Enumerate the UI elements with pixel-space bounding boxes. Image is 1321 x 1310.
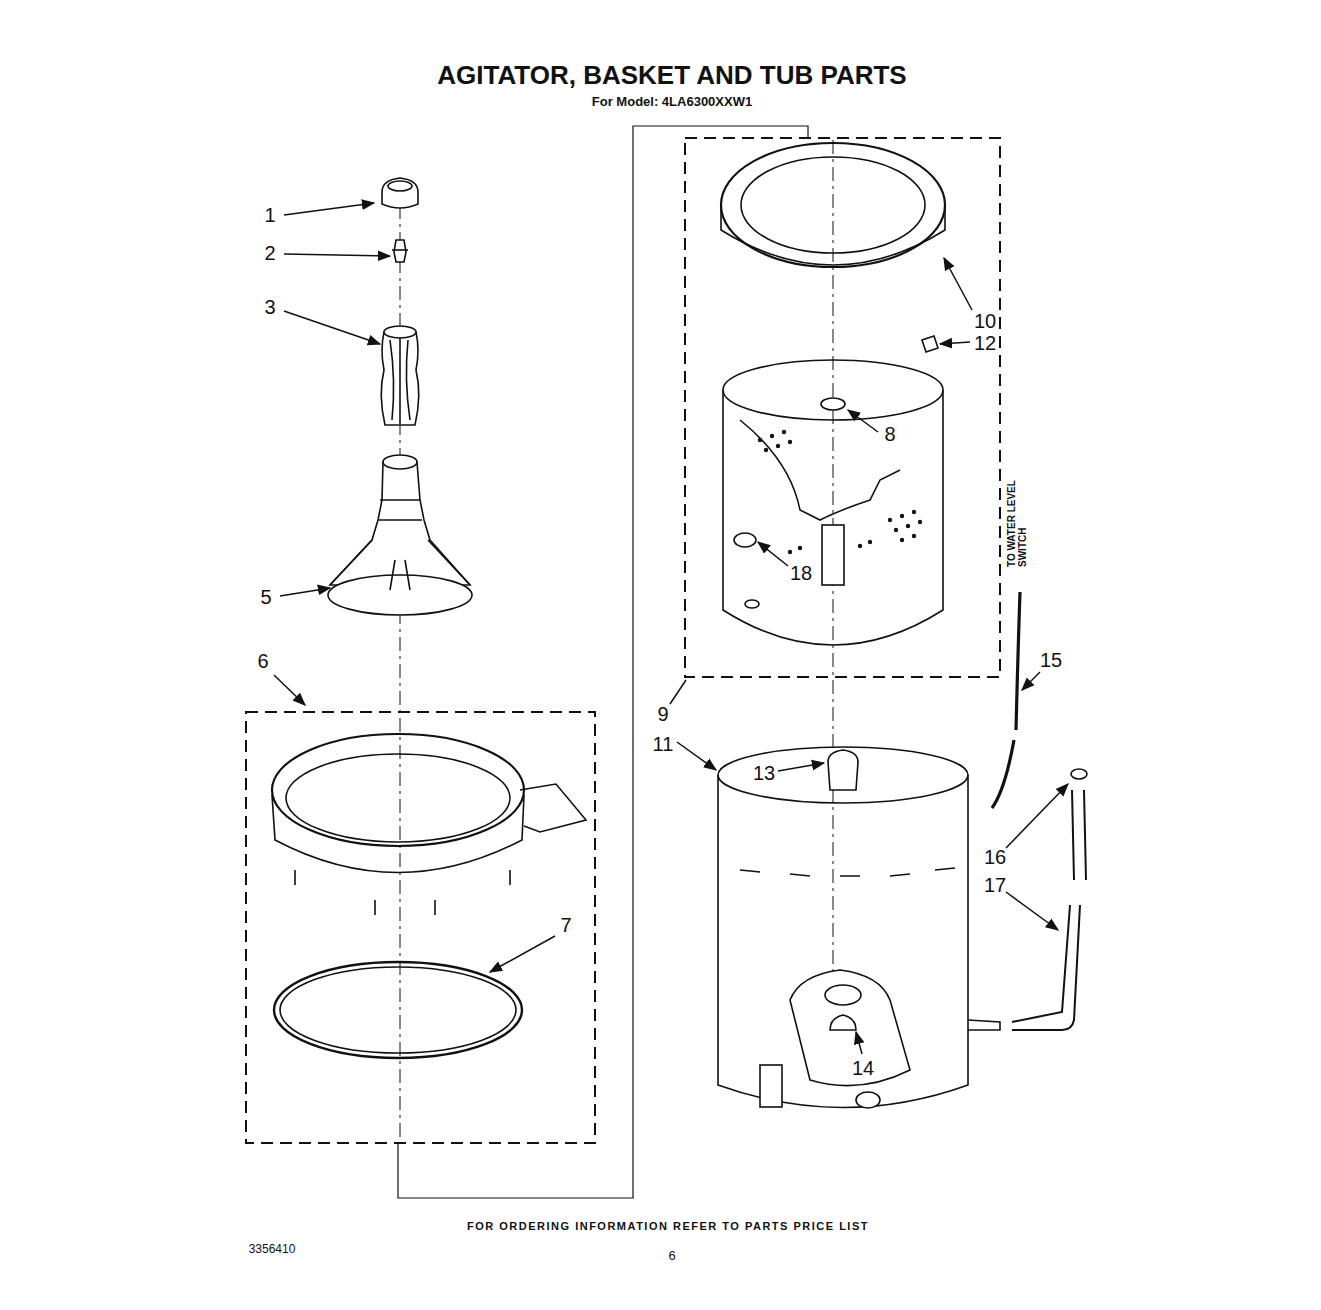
callout-number: 14	[852, 1057, 874, 1079]
callout-number: 8	[884, 423, 895, 445]
ordering-note: FOR ORDERING INFORMATION REFER TO PARTS …	[467, 1220, 869, 1232]
hose-note: TO WATER LEVEL SWITCH	[1006, 477, 1028, 567]
callout-number: 7	[560, 914, 571, 936]
model-number: For Model: 4LA6300XXW1	[592, 95, 752, 109]
callout-number: 16	[984, 846, 1006, 868]
callout-number: 17	[984, 874, 1006, 896]
callout-number: 1	[264, 204, 275, 226]
callout-number: 13	[753, 762, 775, 784]
diagram-title: AGITATOR, BASKET AND TUB PARTS	[437, 61, 906, 90]
callout-number: 10	[974, 310, 996, 332]
callout-number: 9	[657, 703, 668, 725]
callout-number: 11	[653, 733, 674, 755]
callout-number: 15	[1040, 649, 1062, 671]
callout-number: 12	[974, 332, 996, 354]
callout-number: 3	[264, 296, 275, 318]
callout-number: 18	[790, 562, 812, 584]
callout-number: 5	[260, 586, 271, 608]
callout-number: 2	[264, 242, 275, 264]
document-number: 3356410	[249, 1243, 296, 1256]
page-number: 6	[668, 1249, 675, 1263]
callout-number: 6	[257, 650, 268, 672]
